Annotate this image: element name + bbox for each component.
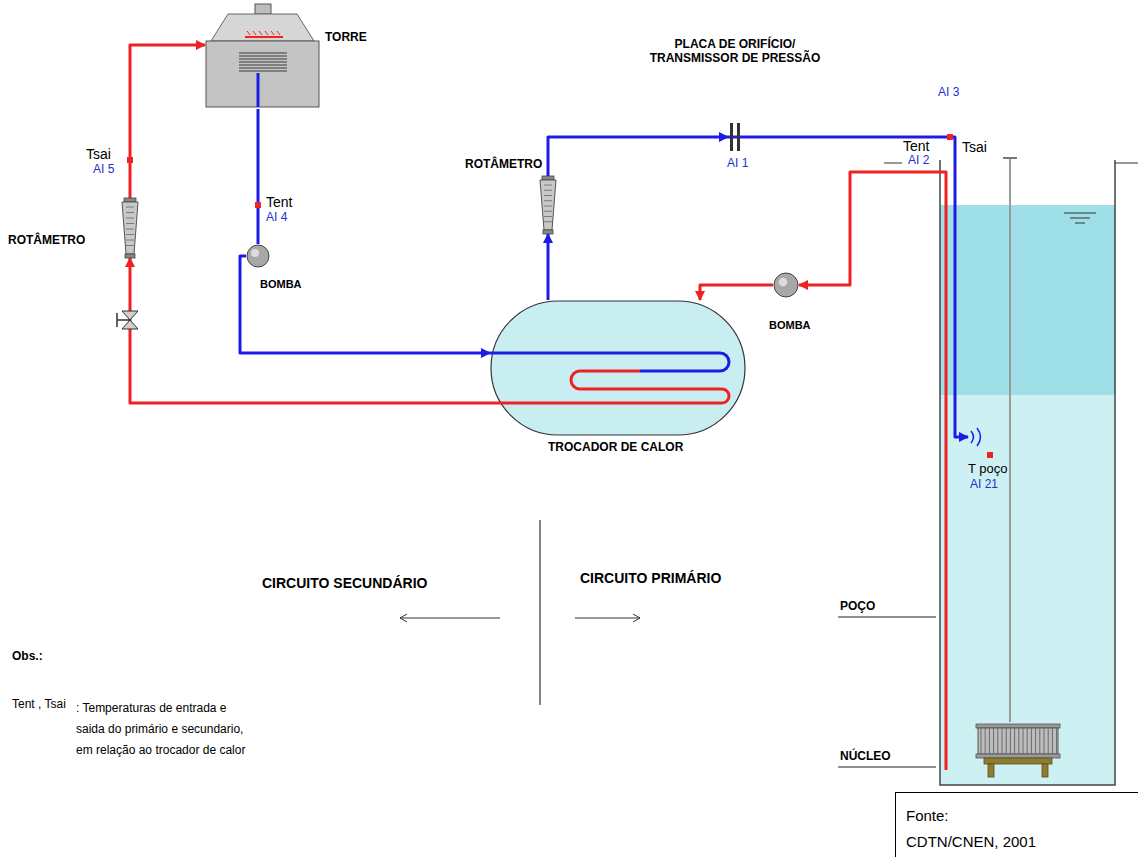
orifice-plate: PLACA DE ORIFÍCIO/ TRANSMISSOR DE PRESSÃ… bbox=[640, 38, 833, 154]
outflow-mark bbox=[971, 428, 981, 446]
node-label: ROTÂMETRO bbox=[8, 234, 85, 248]
heat-exchanger: TROCADOR DE CALOR bbox=[490, 300, 746, 460]
pipe-connector bbox=[257, 109, 260, 244]
annotation-label: AI 21 bbox=[970, 478, 998, 492]
node-label: CDTN/CNEN, 2001 bbox=[906, 833, 1036, 850]
reactor-pool-region bbox=[938, 163, 1117, 785]
node-label: TORRE bbox=[325, 31, 367, 45]
annotation-label: Tent bbox=[266, 194, 292, 210]
pipe-connector bbox=[547, 234, 550, 300]
annotation-label: AI 4 bbox=[266, 211, 287, 225]
reactor-core-shape bbox=[968, 722, 1068, 778]
annotation-label: AI 1 bbox=[727, 157, 748, 171]
pump-shape bbox=[246, 244, 270, 268]
orifice-plate-shape bbox=[728, 123, 742, 151]
annotation-label: T poço bbox=[968, 462, 1008, 477]
node-label: POÇO bbox=[840, 600, 875, 614]
pump-shape bbox=[773, 272, 799, 298]
node-label: Fonte: bbox=[906, 807, 949, 824]
node-label: BOMBA bbox=[260, 278, 302, 291]
pump: BOMBA bbox=[765, 269, 827, 335]
annotation-label: CIRCUITO SECUNDÁRIO bbox=[262, 575, 427, 591]
pipe-connector bbox=[130, 258, 490, 403]
node-label: TROCADOR DE CALOR bbox=[548, 441, 683, 455]
valve-symbol bbox=[117, 311, 138, 329]
water-surface-mark bbox=[1064, 213, 1096, 223]
reactor-core: NÚCLEO bbox=[838, 720, 1070, 780]
annotation-label: CIRCUITO PRIMÁRIO bbox=[580, 570, 721, 586]
rotameter: ROTÂMETRO bbox=[465, 158, 561, 236]
direction-arrow bbox=[400, 614, 640, 622]
cooling-tower-shape bbox=[205, 3, 320, 109]
sensor-dot bbox=[127, 134, 993, 458]
pipe-connector bbox=[548, 137, 728, 176]
annotation-label: AI 5 bbox=[93, 163, 114, 177]
pipe-connector bbox=[742, 137, 968, 437]
orifice-plate-symbol bbox=[728, 123, 742, 151]
pipe-connector bbox=[240, 256, 490, 353]
rotameter-shape bbox=[538, 176, 558, 234]
pipe-connector bbox=[700, 285, 773, 300]
node-label: ROTÂMETRO bbox=[465, 158, 542, 172]
annotation-label: Tsai bbox=[962, 139, 987, 155]
pump-symbol bbox=[773, 272, 799, 298]
heat-exchanger-shape bbox=[490, 300, 746, 436]
source-box: Fonte: CDTN/CNEN, 2001 bbox=[895, 792, 1138, 857]
annotation-label: Tent , Tsai bbox=[12, 698, 66, 712]
heat-exchanger-symbol bbox=[490, 300, 746, 436]
annotation-label: Obs.: bbox=[12, 650, 43, 664]
node-label: PLACA DE ORIFÍCIO/ TRANSMISSOR DE PRESSÃ… bbox=[640, 38, 830, 66]
annotation-label: : Temperaturas de entrada e saida do pri… bbox=[76, 698, 258, 761]
rotameter-shape bbox=[120, 198, 140, 258]
rotameter-symbol bbox=[538, 176, 558, 234]
pump-symbol bbox=[246, 244, 270, 268]
cooling-tower: TORRE bbox=[205, 3, 375, 109]
node-label: BOMBA bbox=[769, 319, 811, 332]
cooling-tower-symbol bbox=[205, 3, 320, 109]
control-rod bbox=[1003, 158, 1017, 722]
leader-line bbox=[838, 617, 936, 767]
annotation-label: AI 2 bbox=[908, 154, 929, 168]
pump: BOMBA bbox=[246, 244, 308, 296]
annotation-label: AI 3 bbox=[938, 86, 959, 100]
circuit-separator bbox=[539, 520, 540, 705]
annotation-label: Tsai bbox=[86, 146, 111, 162]
pool-water bbox=[940, 205, 1115, 785]
pipe-connector bbox=[130, 45, 205, 198]
pipe-connector bbox=[799, 172, 946, 770]
reactor-core-symbol bbox=[968, 722, 1068, 778]
rotameter-symbol bbox=[120, 198, 140, 258]
node-label: NÚCLEO bbox=[840, 750, 891, 764]
annotation-label: Tent bbox=[903, 138, 929, 154]
pool-wall bbox=[940, 160, 1115, 785]
rotameter: ROTÂMETRO bbox=[5, 198, 145, 260]
